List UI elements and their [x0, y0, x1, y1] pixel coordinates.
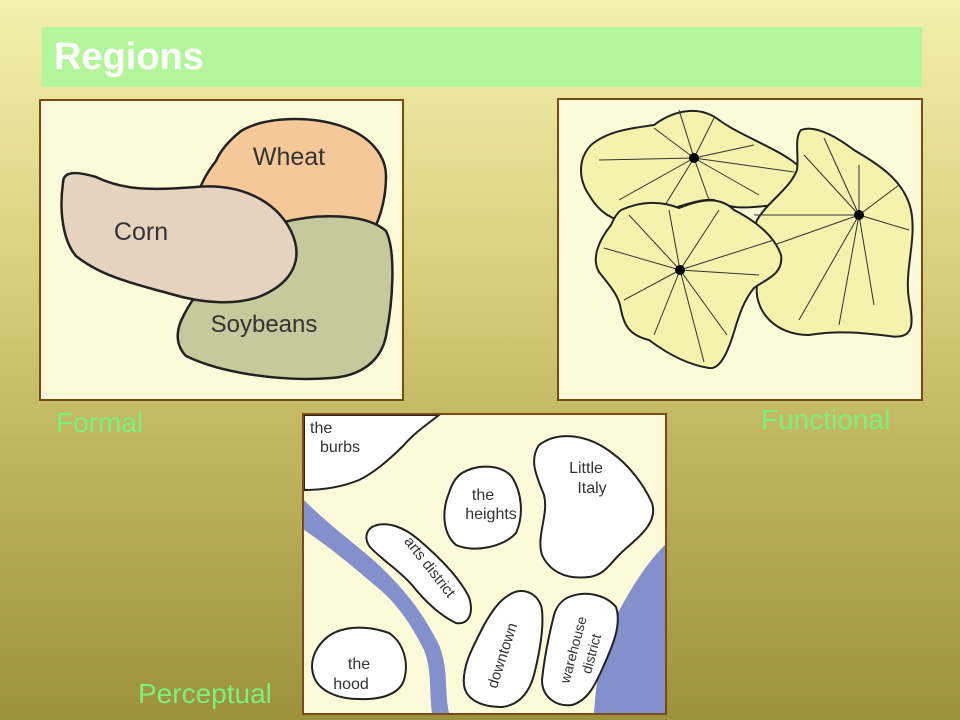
formal-caption: Formal	[56, 407, 144, 438]
soybeans-label: Soybeans	[211, 311, 318, 338]
little-italy-label-1: Little	[569, 460, 603, 477]
warehouse-district-region	[540, 592, 619, 707]
hood-region	[311, 626, 407, 701]
page-title: Regions	[54, 35, 204, 78]
burbs-label-2: burbs	[320, 439, 360, 456]
corn-label: Corn	[114, 218, 168, 246]
burbs-label-1: the	[310, 420, 332, 437]
bay	[594, 545, 665, 713]
functional-region-right	[753, 127, 914, 338]
functional-region-bottom	[594, 199, 783, 370]
heights-label-1: the	[472, 487, 494, 504]
wheat-label: Wheat	[253, 143, 325, 171]
functional-caption: Functional	[761, 404, 891, 435]
river	[304, 500, 449, 713]
hood-label-2: hood	[333, 676, 369, 693]
burbs-region	[304, 415, 441, 492]
title-bar: Regions	[42, 27, 922, 87]
downtown-region	[462, 590, 544, 709]
little-italy-label-2: Italy	[577, 480, 606, 497]
functional-region-map	[557, 98, 923, 401]
corn-region	[60, 171, 298, 304]
hood-label-1: the	[348, 656, 370, 673]
arts-district-region	[365, 523, 472, 625]
formal-region-map: Wheat Corn Soybeans	[39, 99, 404, 401]
perceptual-region-map: the burbs the heights Little Italy arts …	[302, 413, 667, 715]
heights-label-2: heights	[465, 506, 517, 523]
heights-region	[443, 465, 522, 550]
perceptual-caption: Perceptual	[138, 678, 272, 709]
little-italy-region	[533, 435, 655, 579]
